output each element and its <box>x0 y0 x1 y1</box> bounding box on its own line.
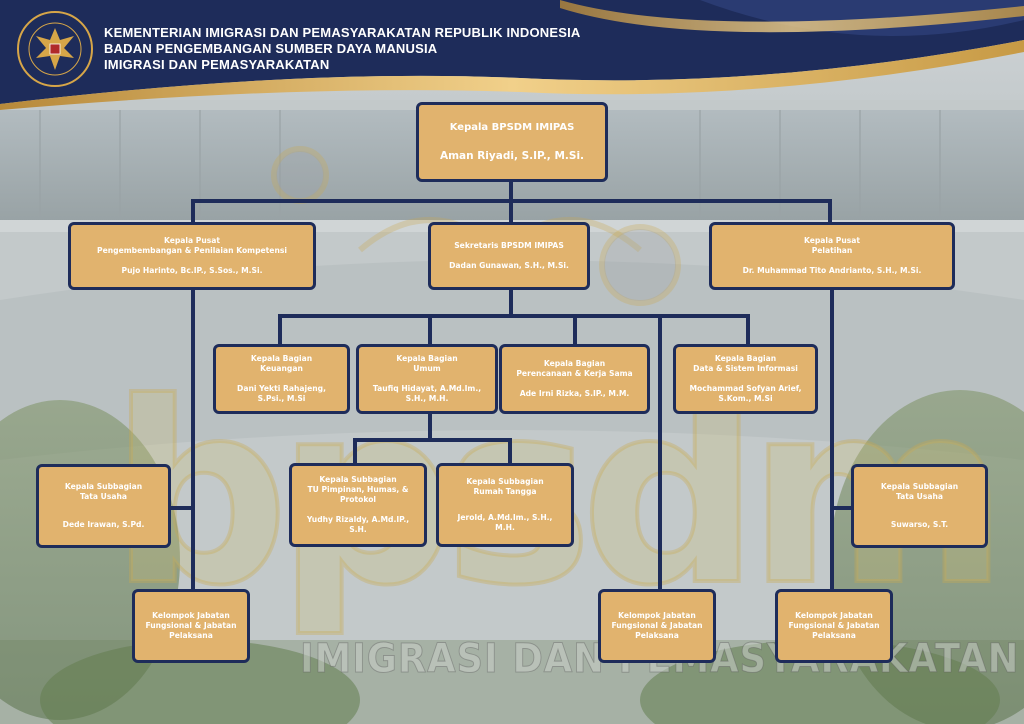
box-title: Sekretaris BPSDM IMIPAS <box>454 241 564 251</box>
box-sekretaris: Sekretaris BPSDM IMIPAS Dadan Gunawan, S… <box>428 222 590 290</box>
box-subbag-tu-kompetensi: Kepala Subbagian Tata Usaha Dede Irawan,… <box>36 464 171 548</box>
box-title: Kepala Pusat Pelatihan <box>803 236 861 256</box>
box-title: Kepala Subbagian Tata Usaha <box>880 481 959 501</box>
box-bagian-data: Kepala Bagian Data & Sistem Informasi Mo… <box>673 344 818 414</box>
box-title: Kelompok Jabatan Fungsional & Jabatan Pe… <box>611 610 703 641</box>
box-name: Jerold, A.Md.Im., S.H., M.H. <box>457 513 553 533</box>
garuda-emblem-icon <box>17 11 93 87</box>
box-kepala-pusat-kompetensi: Kepala Pusat Pengembembangan & Penilaian… <box>68 222 316 290</box>
box-title: Kepala Bagian Data & Sistem Informasi <box>693 354 798 374</box>
box-kepala-bpsdm: Kepala BPSDM IMIPAS Aman Riyadi, S.IP., … <box>416 102 608 182</box>
header-line-ministry: KEMENTERIAN IMIGRASI DAN PEMASYARAKATAN … <box>104 25 581 40</box>
box-name: Taufiq Hidayat, A.Md.Im., S.H., M.H. <box>372 383 482 403</box>
box-name: Aman Riyadi, S.IP., M.Si. <box>439 149 585 162</box>
box-subbag-tu-pelatihan: Kepala Subbagian Tata Usaha Suwarso, S.T… <box>851 464 988 548</box>
box-name: Mochammad Sofyan Arief, S.Kom., M.Si <box>689 383 802 403</box>
box-name: Dadan Gunawan, S.H., M.Si. <box>449 260 569 270</box>
box-name: Yudhy Rizaldy, A.Md.IP., S.H. <box>306 514 410 534</box>
box-title: Kepala Bagian Keuangan <box>250 354 313 374</box>
box-title: Kepala Pusat Pengembembangan & Penilaian… <box>97 236 287 256</box>
header-banner <box>0 0 1024 110</box>
box-bagian-umum: Kepala Bagian Umum Taufiq Hidayat, A.Md.… <box>356 344 498 414</box>
box-kepala-pusat-pelatihan: Kepala Pusat Pelatihan Dr. Muhammad Tito… <box>709 222 955 290</box>
box-title: Kepala Subbagian Rumah Tangga <box>466 476 544 496</box>
box-name: Suwarso, S.T. <box>890 520 949 530</box>
box-title: Kepala Subbagian TU Pimpinan, Humas, & P… <box>307 474 409 505</box>
box-name: Dani Yekti Rahajeng, S.Psi., M.Si <box>237 383 326 403</box>
box-title: Kepala Subbagian Tata Usaha <box>64 481 143 501</box>
box-subbag-rumah-tangga: Kepala Subbagian Rumah Tangga Jerold, A.… <box>436 463 574 547</box>
header-line-agency: BADAN PENGEMBANGAN SUMBER DAYA MANUSIA <box>104 41 438 56</box>
header-line-unit: IMIGRASI DAN PEMASYARAKATAN <box>104 57 330 72</box>
box-title: Kelompok Jabatan Fungsional & Jabatan Pe… <box>788 610 880 641</box>
box-name: Dr. Muhammad Tito Andrianto, S.H., M.Si. <box>742 265 922 275</box>
box-kelompok-jabatan-3: Kelompok Jabatan Fungsional & Jabatan Pe… <box>775 589 893 663</box>
box-kelompok-jabatan-1: Kelompok Jabatan Fungsional & Jabatan Pe… <box>132 589 250 663</box>
box-name: Pujo Harinto, Bc.IP., S.Sos., M.Si. <box>121 265 263 275</box>
box-title: Kelompok Jabatan Fungsional & Jabatan Pe… <box>145 610 237 641</box>
box-title: Kepala Bagian Umum <box>396 354 458 374</box>
box-bagian-keuangan: Kepala Bagian Keuangan Dani Yekti Rahaje… <box>213 344 350 414</box>
box-name: Dede Irawan, S.Pd. <box>62 520 145 530</box>
box-kelompok-jabatan-2: Kelompok Jabatan Fungsional & Jabatan Pe… <box>598 589 716 663</box>
box-bagian-perencanaan: Kepala Bagian Perencanaan & Kerja Sama A… <box>499 344 650 414</box>
box-title: Kepala BPSDM IMIPAS <box>449 122 575 134</box>
box-title: Kepala Bagian Perencanaan & Kerja Sama <box>516 359 633 379</box>
box-subbag-tu-pimpinan: Kepala Subbagian TU Pimpinan, Humas, & P… <box>289 463 427 547</box>
box-name: Ade Irni Rizka, S.IP., M.M. <box>519 388 630 398</box>
